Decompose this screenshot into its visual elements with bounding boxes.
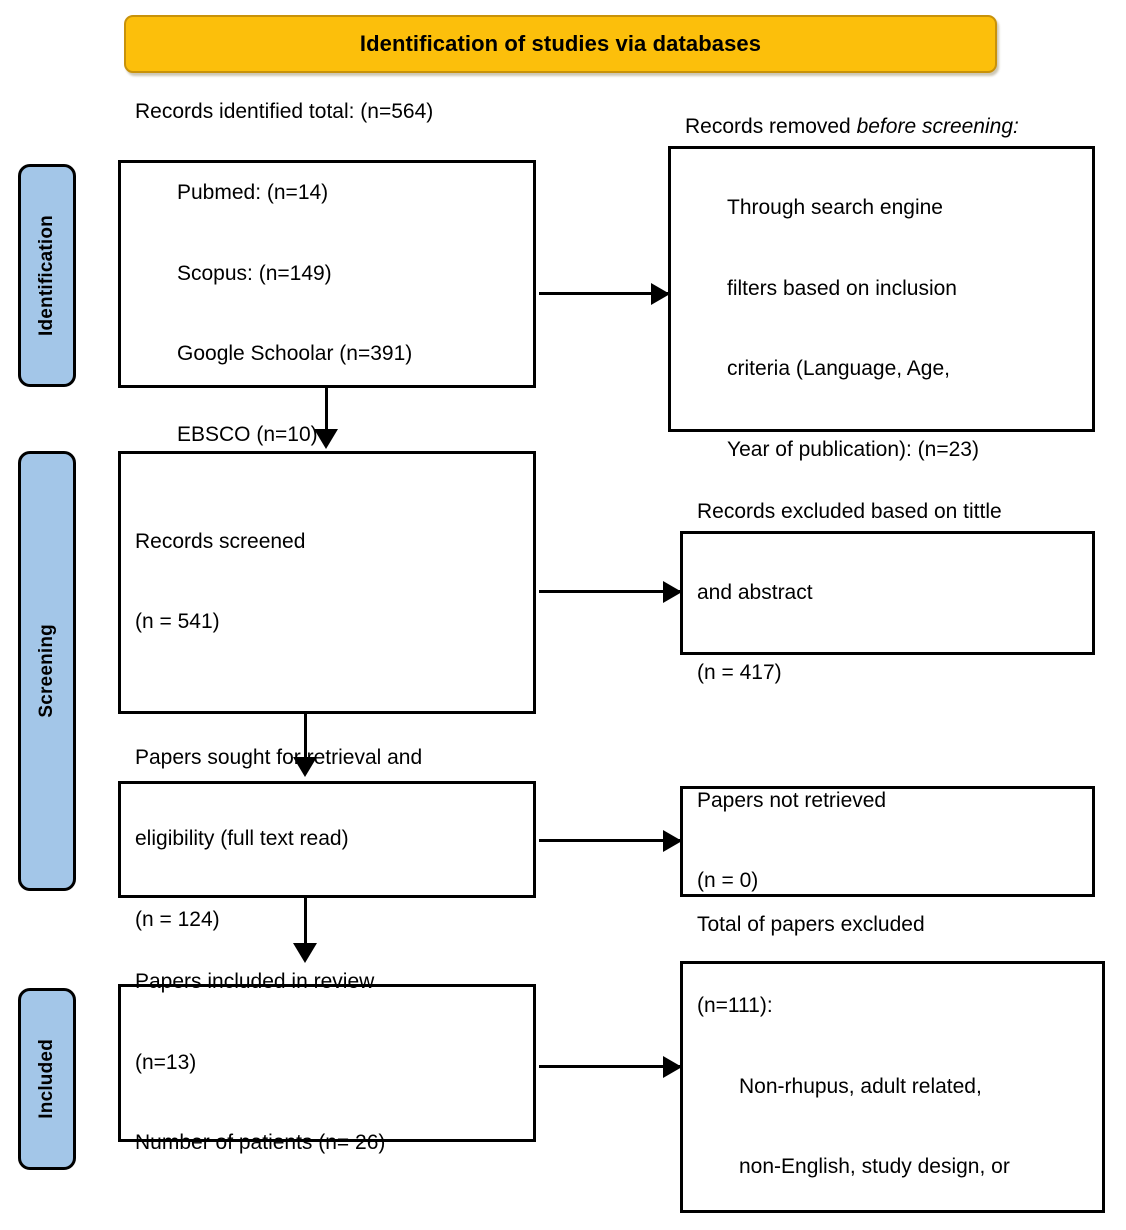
- papers-not-retrieved-line-1: Papers not retrieved: [697, 788, 887, 812]
- connector-line: [304, 898, 307, 946]
- records-removed-detail-4: Year of publication): (n=23): [727, 437, 979, 461]
- stage-label-screening: Screening: [36, 624, 57, 718]
- records-removed-text: Records removed before screening: Throug…: [671, 61, 1092, 518]
- records-identified-source-1: Pubmed: (n=14): [177, 180, 329, 204]
- records-removed-detail-1: Through search engine: [727, 195, 943, 219]
- stage-label-included: Included: [36, 1039, 57, 1119]
- records-screened-line-2: (n = 541): [135, 610, 220, 634]
- connector-line: [539, 590, 683, 593]
- records-removed-title-plain: Records removed: [685, 115, 857, 139]
- records-excluded-text: Records excluded based on tittle and abs…: [683, 445, 1092, 741]
- arrow-head-right-icon: [651, 283, 670, 305]
- papers-sought-line-1: Papers sought for retrieval and: [135, 746, 423, 770]
- records-identified-source-2: Scopus: (n=149): [177, 261, 332, 285]
- records-screened-line-1: Records screened: [135, 529, 306, 553]
- papers-sought-line-3: (n = 124): [135, 907, 220, 931]
- arrow-head-down-icon: [314, 429, 338, 449]
- box-records-removed: Records removed before screening: Throug…: [668, 115, 1095, 461]
- records-removed-detail-3: criteria (Language, Age,: [727, 357, 950, 381]
- stage-bar-screening: Screening: [18, 451, 76, 891]
- records-identified-text: Records identified total: (n=564) Pubmed…: [121, 46, 533, 503]
- connector-line: [539, 1065, 683, 1068]
- connector-line: [304, 714, 307, 760]
- papers-included-line-3: Number of patients (n= 26): [135, 1131, 386, 1155]
- box-records-identified: Records identified total: (n=564) Pubmed…: [118, 100, 536, 446]
- stage-bar-included: Included: [18, 988, 76, 1170]
- total-papers-excluded-reason-2: non-English, study design, or: [739, 1155, 1010, 1179]
- connector-line: [539, 839, 683, 842]
- total-papers-excluded-line-1: Total of papers excluded: [697, 913, 925, 937]
- total-papers-excluded-text: Total of papers excluded (n=111): Non-rh…: [683, 859, 1102, 1230]
- papers-included-line-2: (n=13): [135, 1050, 197, 1074]
- records-screened-text: Records screened (n = 541): [121, 475, 533, 690]
- papers-included-text: Papers included in review (n=13) Number …: [121, 915, 533, 1211]
- papers-not-retrieved-line-2: (n = 0): [697, 869, 759, 893]
- box-total-papers-excluded: Total of papers excluded (n=111): Non-rh…: [680, 913, 1105, 1213]
- papers-sought-text: Papers sought for retrieval and eligibil…: [121, 692, 533, 988]
- arrow-head-right-icon: [663, 830, 682, 852]
- records-removed-detail-2: filters based on inclusion: [727, 276, 957, 300]
- box-papers-not-retrieved: Papers not retrieved (n = 0): [680, 786, 1095, 897]
- records-excluded-line-1: Records excluded based on tittle: [697, 499, 1002, 523]
- records-excluded-line-2: and abstract: [697, 580, 813, 604]
- papers-sought-line-2: eligibility (full text read): [135, 827, 349, 851]
- header-banner: Identification of studies via databases: [124, 15, 997, 73]
- records-removed-title-italic: before screening:: [856, 115, 1019, 139]
- box-records-excluded: Records excluded based on tittle and abs…: [680, 500, 1095, 684]
- connector-line: [539, 292, 671, 295]
- arrow-head-right-icon: [663, 581, 682, 603]
- stage-bar-identification: Identification: [18, 164, 76, 387]
- total-papers-excluded-reason-1: Non-rhupus, adult related,: [739, 1074, 982, 1098]
- papers-included-line-1: Papers included in review: [135, 969, 375, 993]
- box-papers-included: Papers included in review (n=13) Number …: [118, 970, 536, 1154]
- records-identified-title: Records identified total: (n=564): [135, 100, 434, 124]
- connector-line: [325, 388, 328, 433]
- records-identified-source-3: Google Schoolar (n=391): [177, 342, 413, 366]
- box-records-screened: Records screened (n = 541): [118, 451, 536, 714]
- stage-label-identification: Identification: [36, 214, 57, 337]
- papers-not-retrieved-text: Papers not retrieved (n = 0): [683, 734, 1092, 949]
- records-identified-source-4: EBSCO (n=10): [177, 422, 318, 446]
- arrow-head-right-icon: [663, 1056, 682, 1078]
- arrow-head-down-icon: [293, 757, 317, 777]
- total-papers-excluded-line-2: (n=111):: [697, 993, 773, 1017]
- box-papers-sought: Papers sought for retrieval and eligibil…: [118, 746, 536, 931]
- records-removed-title: Records removed before screening:: [685, 114, 1078, 141]
- arrow-head-down-icon: [293, 943, 317, 963]
- header-title: Identification of studies via databases: [359, 31, 762, 56]
- records-excluded-line-3: (n = 417): [697, 661, 782, 685]
